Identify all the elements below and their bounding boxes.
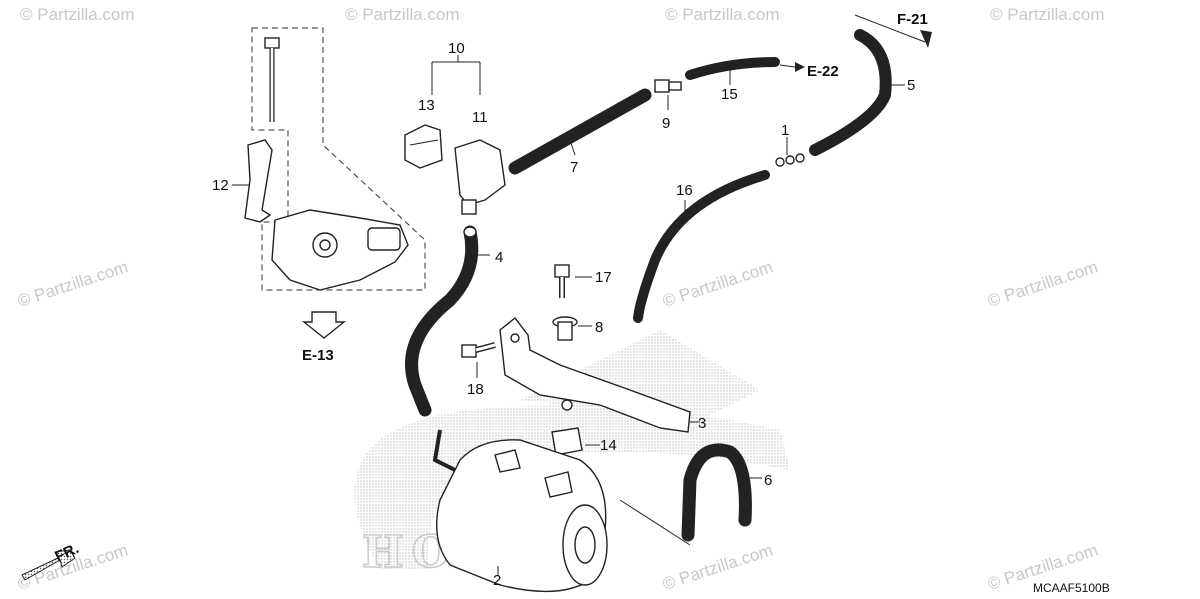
bolt-part-18[interactable] <box>461 342 496 378</box>
callout-3[interactable]: 3 <box>698 415 706 432</box>
hose-part-7[interactable] <box>508 88 652 175</box>
section-ref-e22[interactable]: E-22 <box>807 63 839 80</box>
bolt-part[interactable] <box>264 37 280 122</box>
bolt-part-17[interactable] <box>554 264 592 298</box>
callout-15[interactable]: 15 <box>721 86 738 103</box>
clip-part-12[interactable] <box>232 139 273 223</box>
callout-12[interactable]: 12 <box>212 177 229 194</box>
callout-17[interactable]: 17 <box>595 269 612 286</box>
section-arrow-e13[interactable] <box>302 311 346 339</box>
section-ref-f21[interactable]: F-21 <box>897 11 928 28</box>
callout-labels: 1 2 3 4 5 6 7 8 9 10 11 12 13 14 15 16 1… <box>212 40 915 589</box>
callout-5[interactable]: 5 <box>907 77 915 94</box>
actuator-assembly[interactable] <box>271 209 409 291</box>
hose-part-15[interactable] <box>685 57 780 85</box>
callout-8[interactable]: 8 <box>595 319 603 336</box>
fitting-part-9[interactable] <box>654 79 682 110</box>
front-direction-arrow <box>21 549 76 581</box>
hose-part-5[interactable] <box>809 29 905 156</box>
watermark-text: © Partzilla.com <box>990 5 1105 24</box>
collar-part-8[interactable] <box>552 316 592 341</box>
watermark-text: © Partzilla.com <box>20 5 135 24</box>
hose-part-6[interactable] <box>619 443 762 546</box>
watermark-text: © Partzilla.com <box>665 5 780 24</box>
callout-2[interactable]: 2 <box>493 572 501 589</box>
canister-part-2[interactable] <box>432 429 608 593</box>
hose-part-4[interactable] <box>405 225 490 417</box>
honda-wing-watermark <box>354 405 790 570</box>
section-arrow-e22[interactable] <box>779 62 805 72</box>
solenoid-valve-part-11[interactable] <box>454 139 506 215</box>
watermark-text: © Partzilla.com <box>660 257 775 310</box>
callout-7[interactable]: 7 <box>570 159 578 176</box>
cap-part-13[interactable] <box>404 124 443 169</box>
callout-4[interactable]: 4 <box>495 249 503 266</box>
section-ref-e13[interactable]: E-13 <box>302 347 334 364</box>
clip-part-1[interactable] <box>775 137 805 167</box>
callout-10[interactable]: 10 <box>448 40 465 57</box>
callout-11[interactable]: 11 <box>472 109 488 126</box>
callout-6[interactable]: 6 <box>764 472 772 489</box>
callout-18[interactable]: 18 <box>467 381 484 398</box>
watermark-text: © Partzilla.com <box>660 540 775 593</box>
callout-13[interactable]: 13 <box>418 97 435 114</box>
callout-1[interactable]: 1 <box>781 122 789 139</box>
section-arrow-f21[interactable] <box>854 14 932 48</box>
assembly-group-outline <box>251 27 426 291</box>
diagram-code: MCAAF5100B <box>1033 581 1110 595</box>
grommet-part-14[interactable] <box>551 427 600 456</box>
bracket-part-3[interactable] <box>499 317 700 433</box>
callout-16[interactable]: 16 <box>676 182 693 199</box>
watermark-text: © Partzilla.com <box>985 257 1100 310</box>
callout-9[interactable]: 9 <box>662 115 670 132</box>
watermark-text: © Partzilla.com <box>345 5 460 24</box>
watermark-text: © Partzilla.com <box>15 257 130 310</box>
hose-part-16[interactable] <box>633 170 770 323</box>
callout-14[interactable]: 14 <box>600 437 617 454</box>
